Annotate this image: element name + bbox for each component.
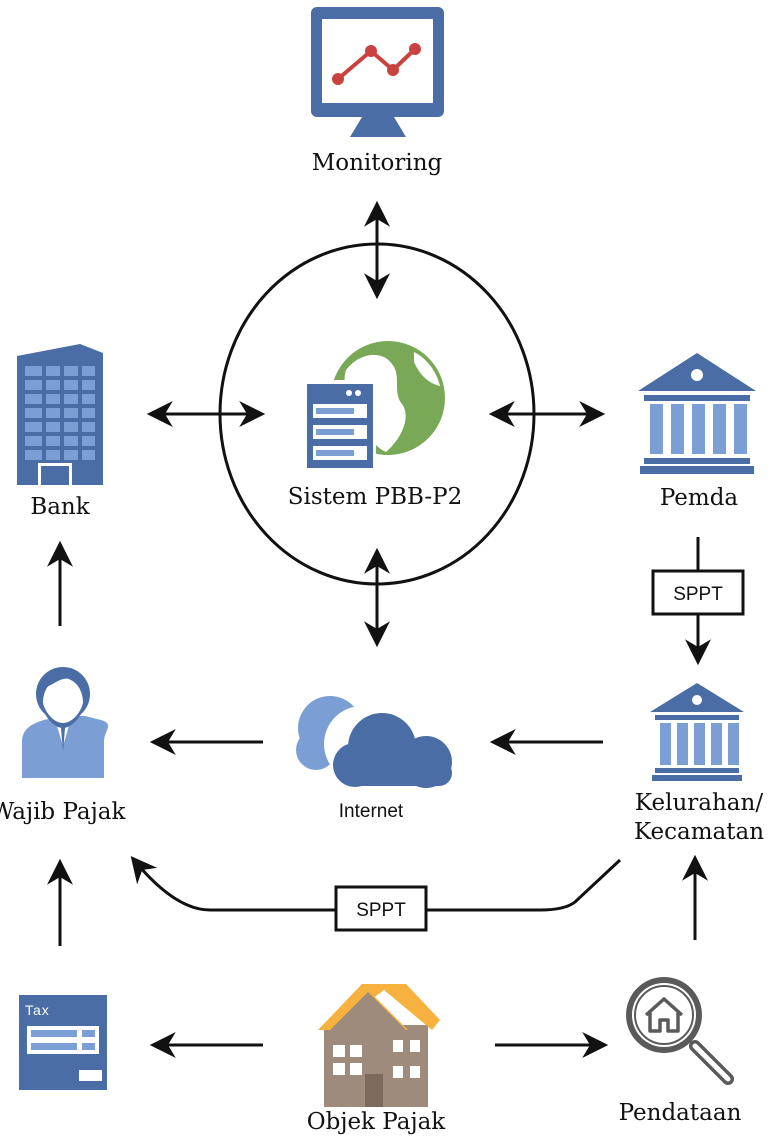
person-icon (22, 667, 109, 778)
magnifier-house-icon (626, 977, 734, 1085)
government-building-icon (650, 683, 744, 781)
monitoring-label: Monitoring (312, 150, 443, 176)
tax-document-icon: Tax (19, 995, 107, 1090)
bank-label: Bank (30, 494, 90, 520)
kelurahan-label-line2: Kecamatan (634, 819, 764, 845)
internet-label: Internet (339, 801, 404, 822)
sppt-label: SPPT (356, 900, 406, 921)
wajib-pajak-label: Wajib Pajak (0, 799, 126, 825)
bank-building-icon (17, 344, 103, 485)
system-label: Sistem PBB-P2 (288, 484, 462, 510)
pemda-label: Pemda (660, 485, 739, 511)
pendataan-label: Pendataan (619, 1100, 742, 1126)
sppt-label: SPPT (673, 584, 723, 605)
tax-form-label: Tax (25, 1002, 50, 1018)
sppt-box-kelurahan: SPPT (334, 885, 428, 932)
monitor-chart-icon (311, 7, 444, 137)
objek-pajak-label: Objek Pajak (307, 1109, 447, 1135)
server-globe-icon (304, 341, 445, 470)
kelurahan-label-line1: Kelurahan/ (635, 790, 763, 816)
government-building-icon (638, 353, 756, 474)
connector-arrows (47, 200, 711, 1058)
sppt-box-pemda: SPPT (651, 569, 745, 616)
cloud-icon (296, 696, 452, 788)
arrow-kelurahan-sppt-wajib-pajak (130, 855, 622, 912)
house-icon (318, 984, 440, 1107)
